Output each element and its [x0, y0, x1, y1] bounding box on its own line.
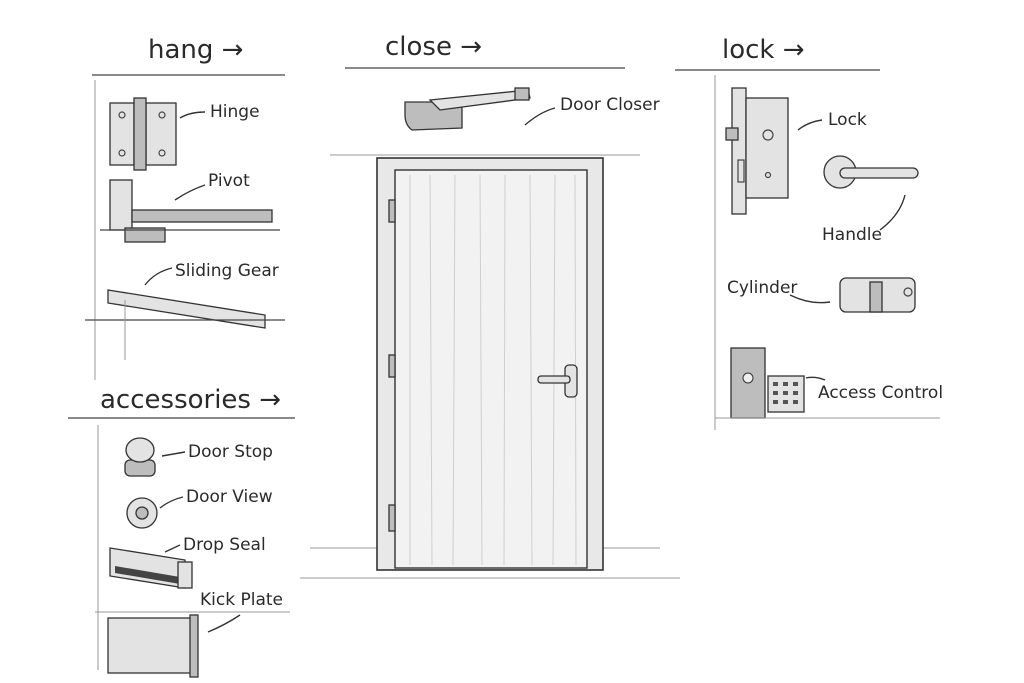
label-pivot: Pivot — [208, 171, 250, 191]
sliding-gear-icon — [85, 289, 285, 360]
label-drop-seal: Drop Seal — [183, 535, 266, 555]
cylinder-icon — [839, 277, 916, 313]
access-control-icon — [715, 347, 940, 419]
arrow-icon — [164, 544, 181, 553]
label-door-closer: Door Closer — [560, 95, 660, 115]
arrow-icon — [524, 107, 556, 126]
kick-plate-icon — [95, 611, 290, 678]
lever-handle-icon — [823, 155, 919, 189]
mortise-lock-icon — [725, 87, 789, 215]
arrow-icon — [797, 119, 823, 131]
arrow-icon — [159, 496, 184, 509]
arrow-icon — [879, 194, 906, 231]
label-door-stop: Door Stop — [188, 442, 273, 462]
label-door-view: Door View — [186, 487, 273, 507]
door-stop-icon — [124, 437, 156, 477]
label-kick-plate: Kick Plate — [200, 590, 283, 610]
label-lock: Lock — [828, 110, 867, 130]
arrow-icon — [179, 111, 206, 119]
heading-close: close → — [385, 32, 482, 62]
label-sliding-gear: Sliding Gear — [175, 261, 279, 281]
arrow-icon — [144, 267, 173, 286]
label-access-control: Access Control — [818, 383, 943, 403]
arrow-icon — [207, 614, 241, 633]
arrow-icon — [805, 376, 826, 381]
pivot-icon — [100, 179, 280, 243]
heading-hang: hang → — [148, 35, 243, 65]
hinge-icon — [109, 97, 177, 171]
arrow-icon — [161, 451, 186, 457]
arrow-icon — [789, 294, 831, 304]
door-closer-icon — [404, 87, 531, 131]
label-hinge: Hinge — [210, 102, 260, 122]
drop-seal-icon — [109, 547, 193, 589]
heading-accessories: accessories → — [100, 385, 281, 415]
label-handle: Handle — [822, 225, 882, 245]
label-cylinder: Cylinder — [727, 278, 797, 298]
door-illustration — [300, 154, 680, 579]
door-view-icon — [126, 497, 158, 529]
heading-lock: lock → — [722, 35, 805, 65]
arrow-icon — [174, 184, 206, 201]
